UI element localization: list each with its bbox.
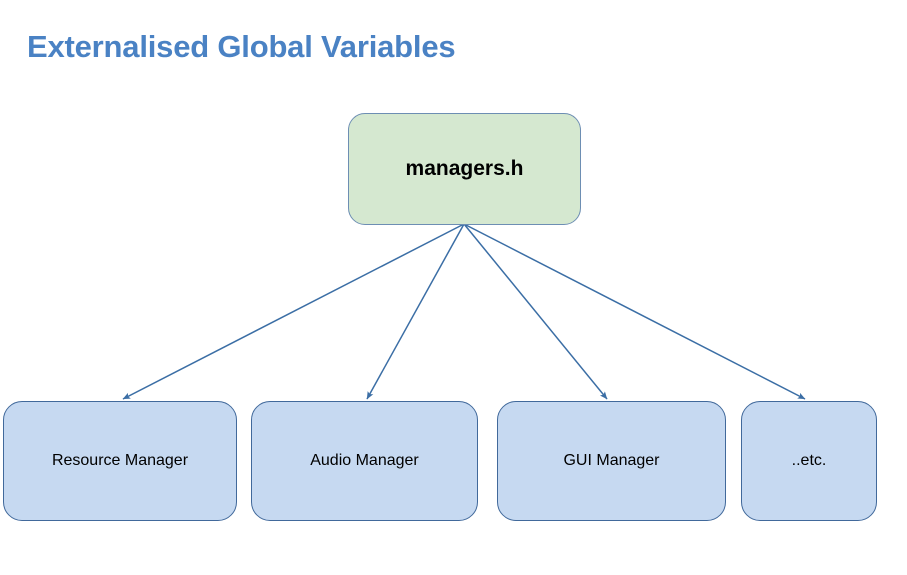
connector-to-etc xyxy=(463,223,806,400)
node-gui-manager[interactable]: GUI Manager xyxy=(497,401,726,521)
node-etc[interactable]: ..etc. xyxy=(741,401,877,521)
node-etc-label: ..etc. xyxy=(791,452,827,469)
connector-to-audio-manager xyxy=(366,223,465,400)
node-resource-manager-label: Resource Manager xyxy=(51,452,189,469)
node-resource-manager[interactable]: Resource Manager xyxy=(3,401,237,521)
node-managers-header-label: managers.h xyxy=(405,157,524,180)
page-title: Externalised Global Variables xyxy=(27,29,456,64)
connector-to-gui-manager xyxy=(463,223,608,400)
node-gui-manager-label: GUI Manager xyxy=(563,452,660,469)
connector-to-resource-manager xyxy=(122,223,465,400)
node-audio-manager[interactable]: Audio Manager xyxy=(251,401,478,521)
node-managers-header[interactable]: managers.h xyxy=(348,113,581,225)
node-audio-manager-label: Audio Manager xyxy=(310,452,419,469)
